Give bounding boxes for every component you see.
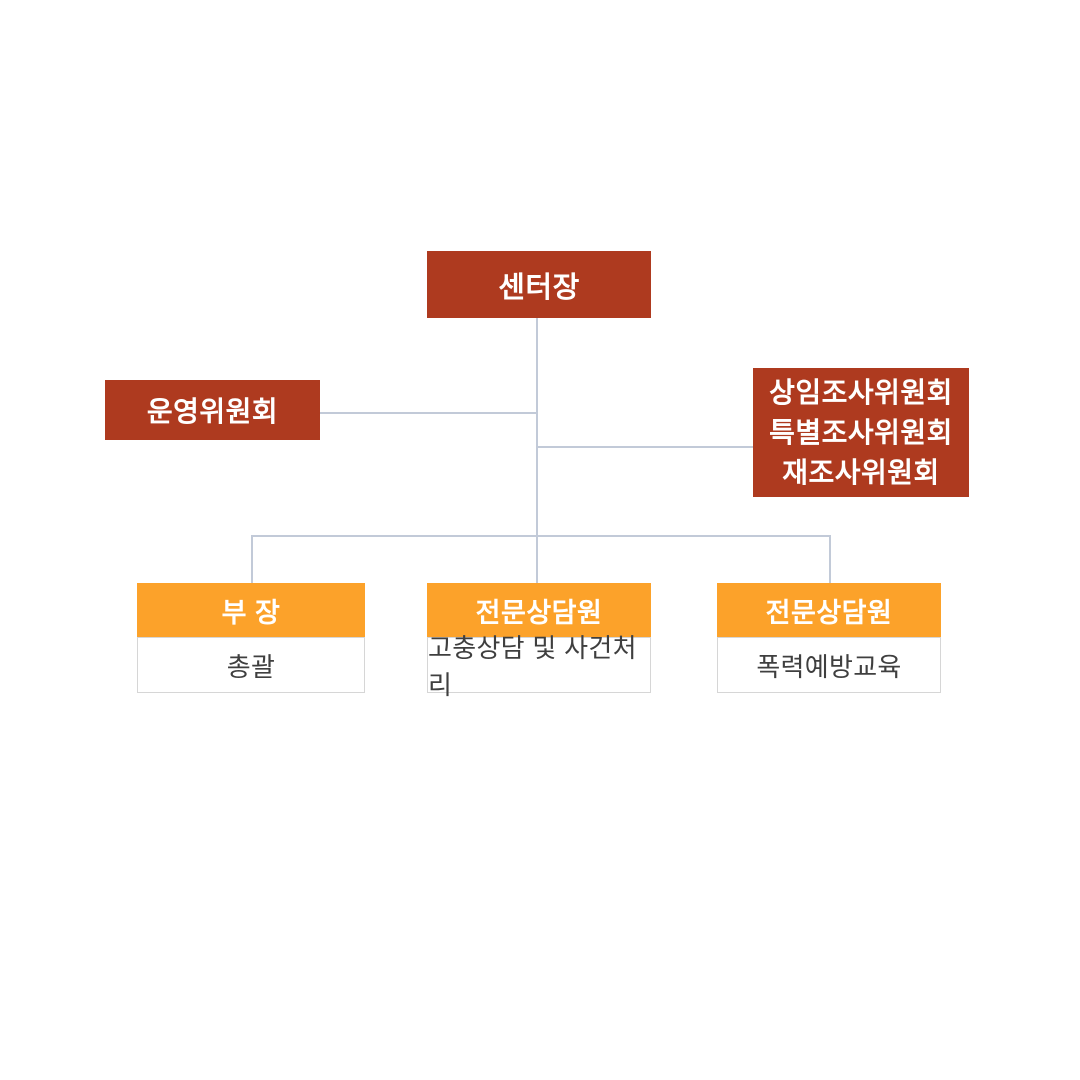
connector-horizontal-bus [251, 535, 831, 537]
department-head-title: 부 장 [137, 583, 365, 637]
node-investigation-committees: 상임조사위원회 특별조사위원회 재조사위원회 [753, 368, 969, 497]
node-center-director: 센터장 [427, 251, 651, 318]
investigation-committee-line-3: 재조사위원회 [782, 456, 940, 488]
connector-right-committee [537, 446, 753, 448]
node-investigation-committees-label: 상임조사위원회 특별조사위원회 재조사위원회 [769, 373, 953, 493]
counselor-1-role: 고충상담 및 사건처리 [427, 633, 651, 700]
counselor-2-role: 폭력예방교육 [717, 637, 941, 693]
connector-left-committee [320, 412, 537, 414]
connector-trunk-vertical [536, 318, 538, 537]
counselor-2-title: 전문상담원 [717, 583, 941, 637]
node-counselor-2: 전문상담원 폭력예방교육 [717, 583, 941, 693]
node-operating-committee-label: 운영위원회 [146, 396, 279, 427]
node-department-head: 부 장 총괄 [137, 583, 365, 693]
node-center-director-label: 센터장 [498, 271, 580, 304]
investigation-committee-line-2: 특별조사위원회 [769, 416, 953, 448]
node-operating-committee: 운영위원회 [105, 380, 320, 440]
connector-drop-department-2 [536, 535, 538, 583]
department-head-role: 총괄 [137, 637, 365, 693]
investigation-committee-line-1: 상임조사위원회 [769, 376, 953, 408]
node-counselor-1: 전문상담원 고충상담 및 사건처리 [427, 583, 651, 700]
connector-drop-department-1 [251, 535, 253, 583]
connector-drop-department-3 [829, 535, 831, 583]
counselor-1-title: 전문상담원 [427, 583, 651, 637]
